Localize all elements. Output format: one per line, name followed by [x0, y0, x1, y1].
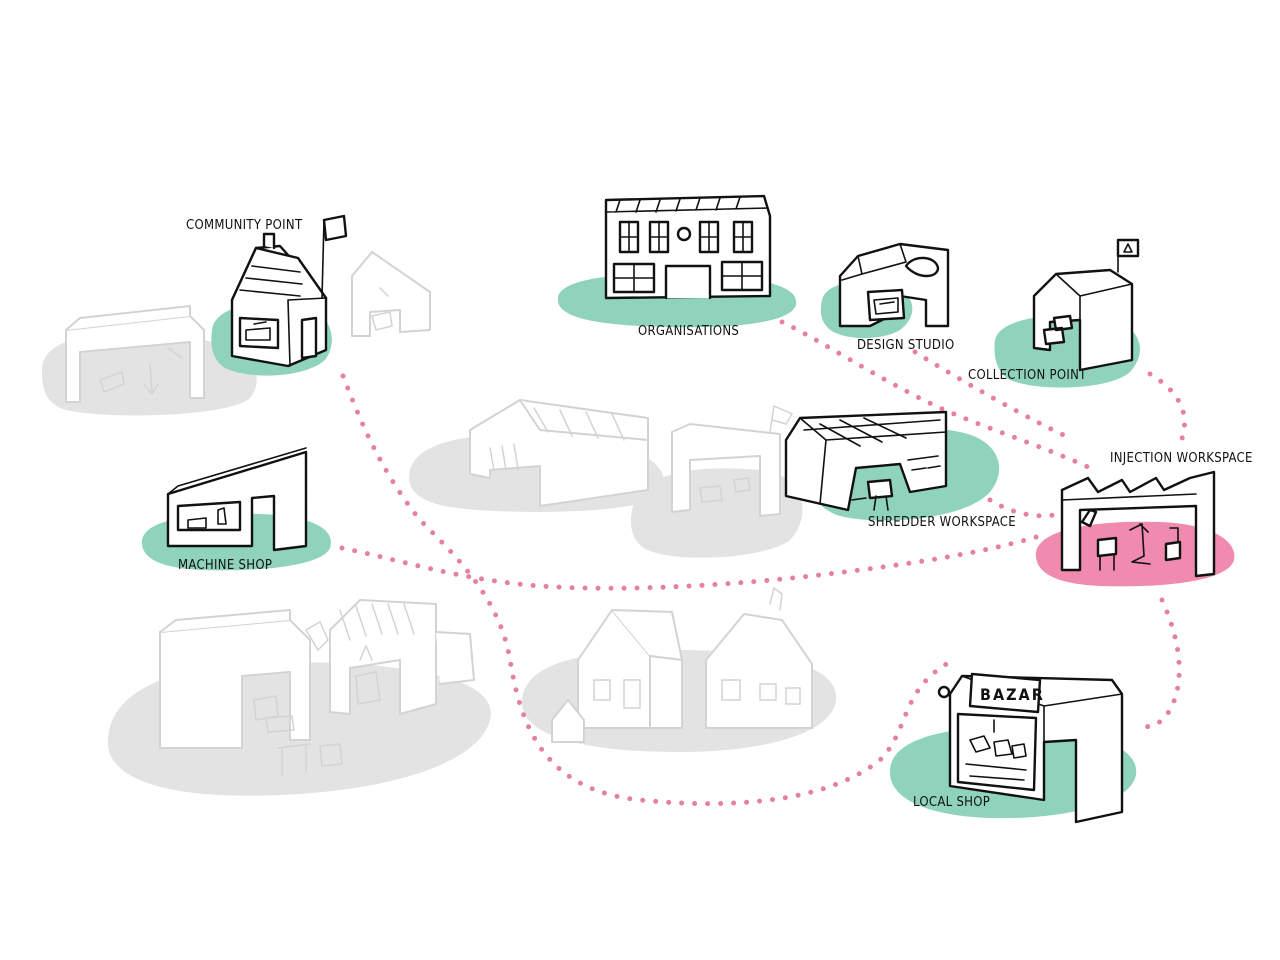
label-machine-shop: MACHINE SHOP: [178, 558, 272, 573]
ghost-garage-top: [351, 251, 431, 337]
building-organisations[interactable]: [604, 194, 772, 300]
building-community-point[interactable]: [230, 214, 348, 368]
ghost-warehouse-center: [469, 399, 649, 507]
path-design-to-injection: [912, 349, 1073, 441]
label-community-point: COMMUNITY POINT: [186, 218, 303, 233]
labels: COMMUNITY POINT ORGANISATIONS DESIGN STU…: [178, 218, 1253, 810]
ghost-houses: [551, 586, 813, 743]
path-machine-to-injection: [339, 533, 1043, 591]
label-shredder-workspace: SHREDDER WORKSPACE: [868, 515, 1016, 530]
label-collection-point: COLLECTION POINT: [968, 368, 1087, 383]
path-shredder-to-injection: [987, 497, 1058, 519]
label-organisations: ORGANISATIONS: [638, 324, 739, 339]
building-design-studio[interactable]: [838, 242, 950, 328]
ground-injection-workspace: [1035, 521, 1235, 587]
recycle-icon: [1116, 238, 1140, 258]
ghost-garage-bottom-left: [159, 609, 343, 777]
building-shredder-workspace[interactable]: [784, 410, 948, 512]
path-collection-to-injection: [1147, 371, 1188, 447]
network-paths: [339, 319, 1188, 807]
bazar-signboard: [968, 672, 1042, 714]
path-injection-to-localshop: [1135, 597, 1182, 730]
ghost-garage-flag: [671, 405, 794, 517]
label-design-studio: DESIGN STUDIO: [857, 338, 954, 353]
building-collection-point[interactable]: [1032, 238, 1140, 372]
building-injection-workspace[interactable]: [1060, 470, 1216, 578]
path-community-to-local: [340, 373, 953, 807]
label-injection-workspace: INJECTION WORKSPACE: [1110, 451, 1253, 466]
path-organisations-to-injection: [779, 319, 1093, 471]
building-local-shop[interactable]: [937, 672, 1124, 824]
flag-icon: [322, 214, 348, 242]
label-bazar-sign: BAZAR: [980, 685, 1045, 704]
ghost-workshop-bottom: [304, 599, 475, 715]
label-local-shop: LOCAL SHOP: [913, 795, 990, 810]
ghost-shelter-left: [65, 305, 205, 403]
building-machine-shop[interactable]: [166, 447, 308, 552]
inactive-buildings: [65, 251, 813, 777]
